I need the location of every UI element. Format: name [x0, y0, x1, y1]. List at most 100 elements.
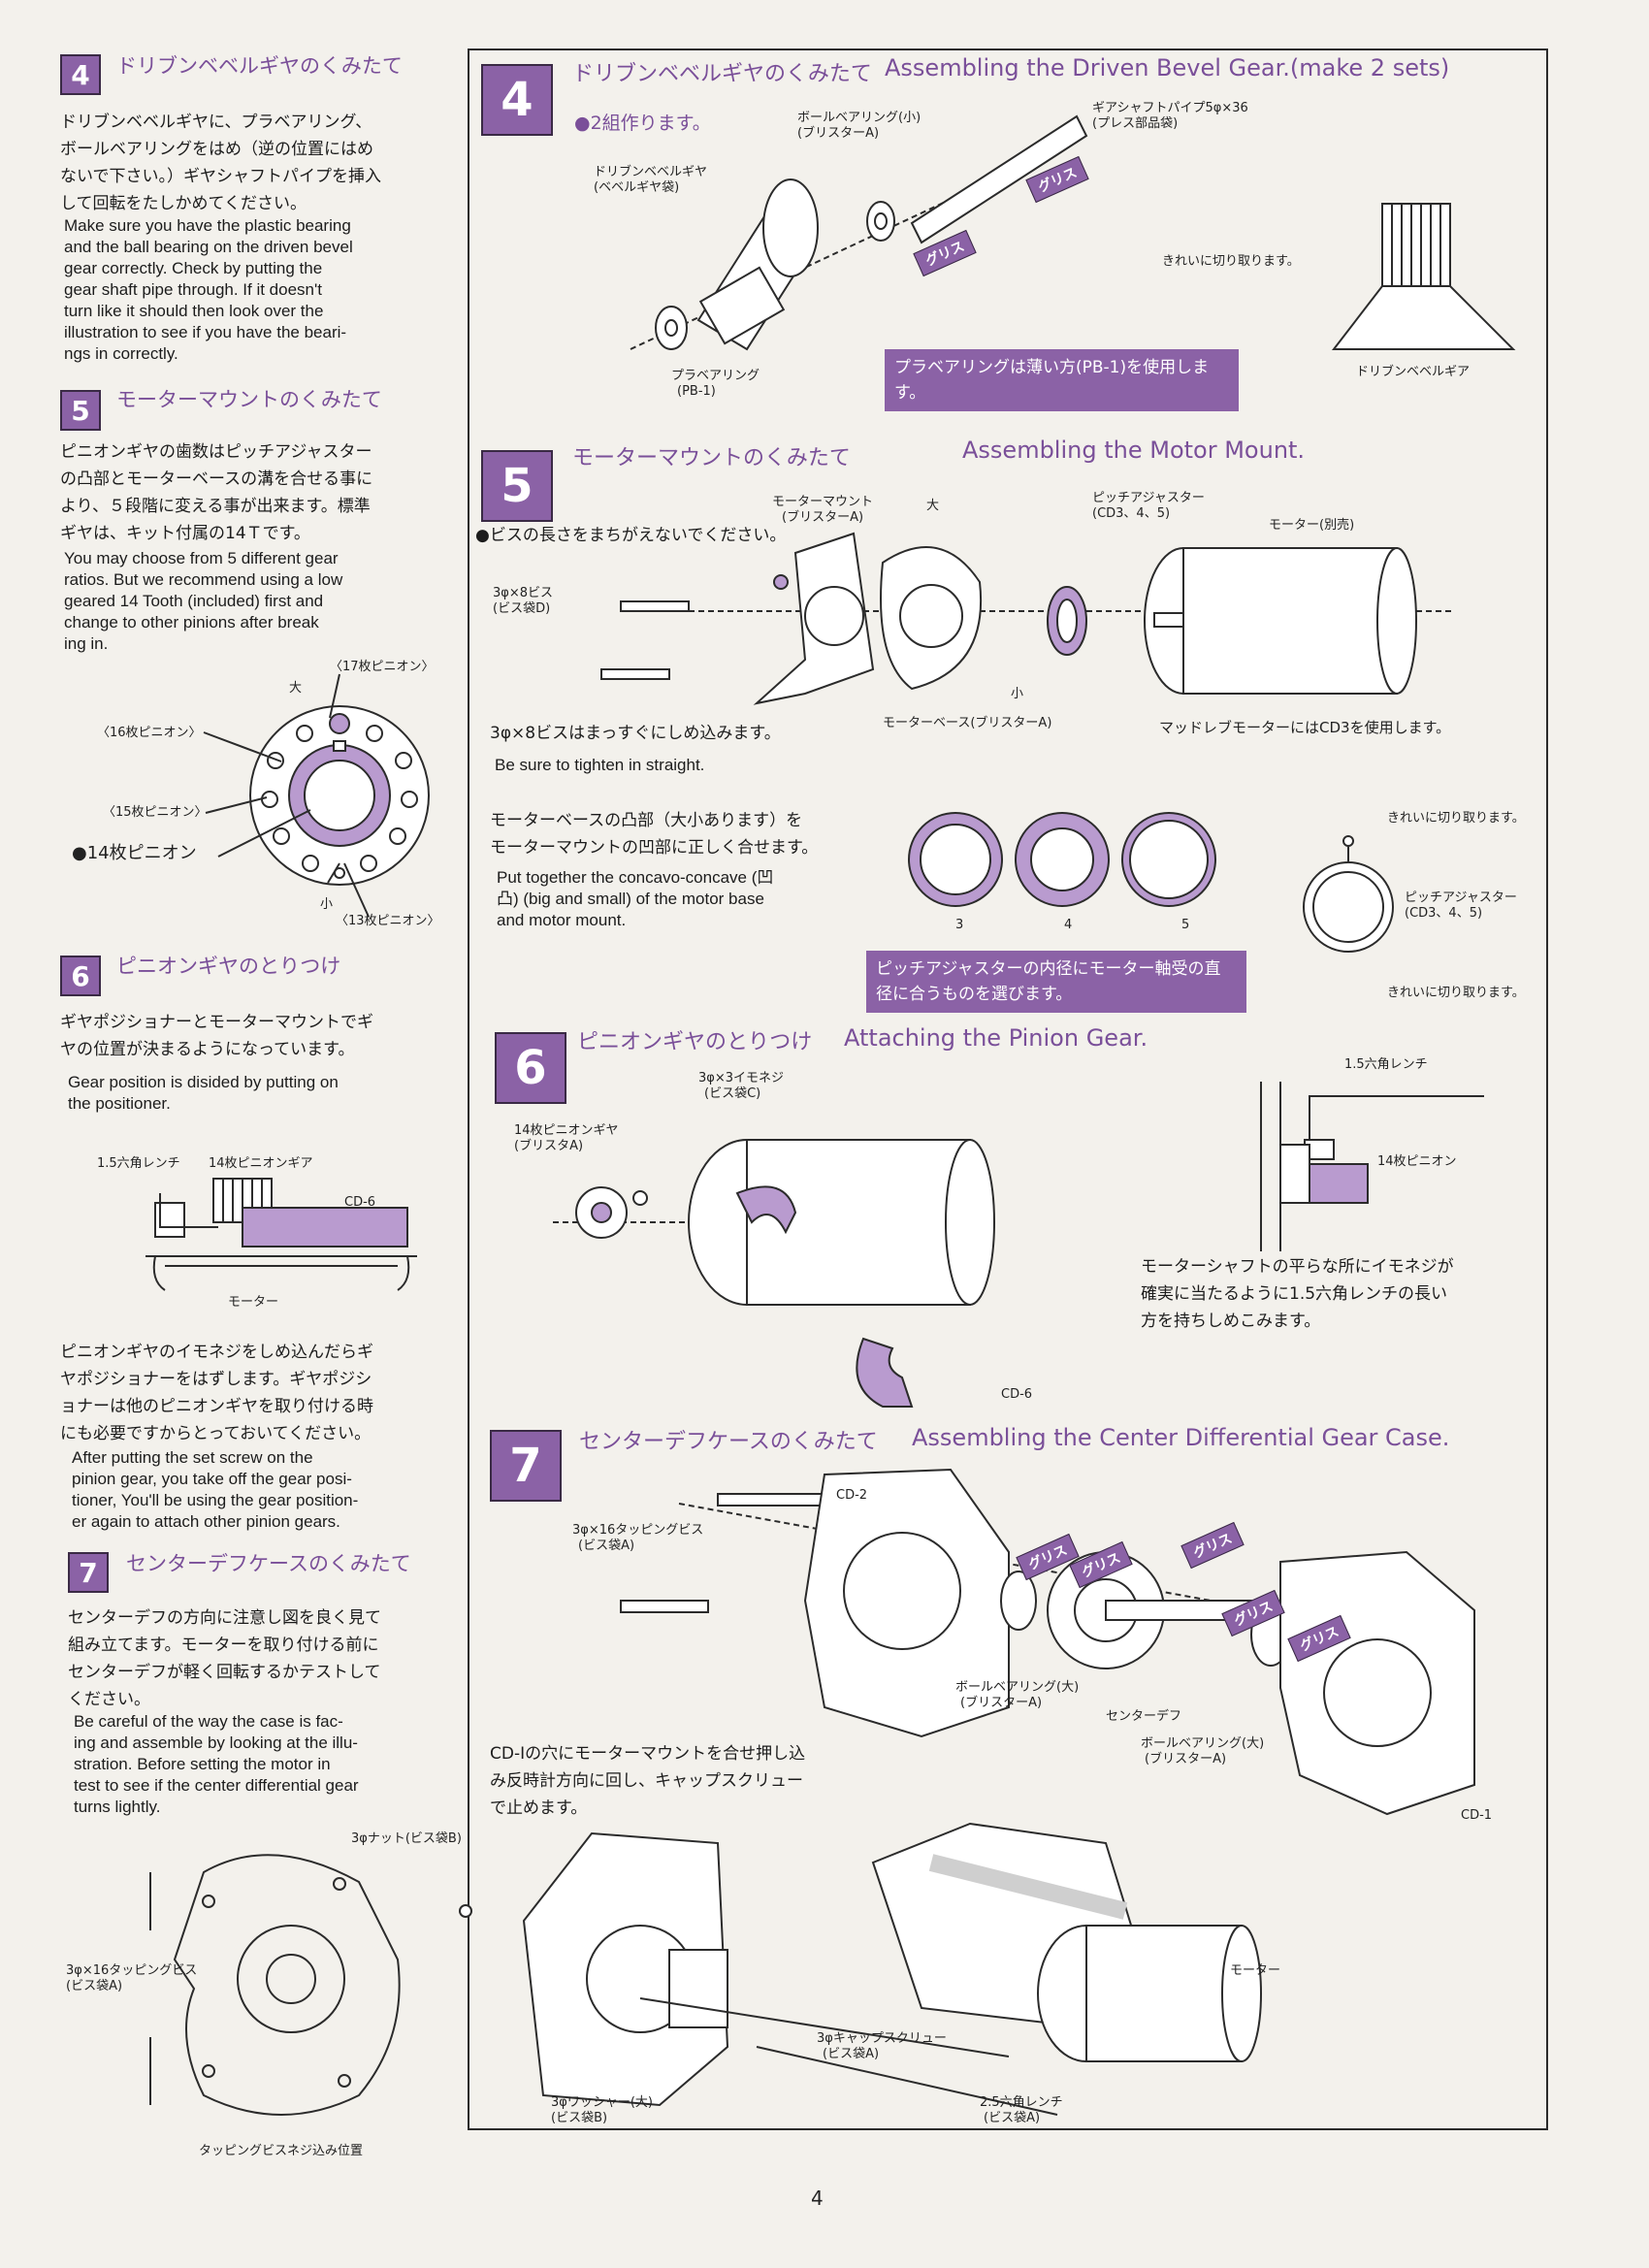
motor-install-diagram: [459, 1822, 1262, 2116]
step-7-main-heading-jp: センターデフケースのくみたて: [579, 1430, 878, 1454]
step-6-main-heading-jp: ピニオンギヤのとりつけ: [577, 1030, 813, 1054]
label-wrench-15: 1.5六角レンチ: [97, 1156, 180, 1171]
main-instruction-panel: [468, 49, 1548, 2130]
label-cut-cleanly-2: きれいに切り取ります。: [1387, 811, 1525, 826]
label-pitch-adjuster-2-code: (CD3、4、5): [1405, 906, 1483, 921]
label-ball-bearing-large-1: ボールベアリング(大): [955, 1680, 1080, 1695]
step-6-main-heading-en: Attaching the Pinion Gear.: [844, 1024, 1148, 1052]
step-7-main-heading-en: Assembling the Center Differential Gear …: [912, 1424, 1450, 1451]
label-ball-bearing-large-1-b: (ブリスターA): [960, 1696, 1043, 1710]
step-7-heading: センターデフケースのくみたて: [126, 1552, 411, 1575]
label-driven-bevel-gear: ドリブンベベルギヤ: [594, 165, 708, 179]
label-big: 大: [289, 681, 303, 696]
step-4-jp-text: ドリブンベベルギヤに、プラベアリング、ボールベアリングをはめ（逆の位置にはめない…: [60, 113, 381, 213]
label-driven-bevel-gear-bag: (ベベルギヤ袋): [594, 180, 680, 195]
label-tapping-screw-bag: (ビス袋A): [66, 1979, 123, 1993]
step-5-main-heading-en: Assembling the Motor Mount.: [962, 437, 1306, 464]
label-14-pinion: ●14枚ピニオン: [72, 843, 197, 863]
label-14-pinion-gear-blister: 14枚ピニオンギヤ: [514, 1123, 619, 1138]
label-cap-screw: 3φキャップスクリュー: [817, 2031, 947, 2046]
label-adjuster-4: 4: [1064, 918, 1073, 932]
label-pitch-adjuster-2: ピッチアジャスター: [1405, 891, 1517, 905]
label-wrench-25: 2.5六角レンチ: [980, 2095, 1063, 2110]
label-motor-main: モーター: [1230, 1963, 1281, 1978]
label-plain-bearing-code: (PB-1): [677, 384, 716, 399]
step-5-heading: モーターマウントのくみたて: [116, 388, 382, 411]
step-5-main-jp-2: モーターベースの凸部（大小あります）をモーターマウントの凹部に正しく合せます。: [490, 811, 819, 858]
label-tapping-screw-main-bag: (ビス袋A): [578, 1539, 635, 1553]
step-4-badge: 4: [60, 54, 101, 95]
label-adjuster-3: 3: [955, 918, 964, 932]
step-7-main-badge: 7: [490, 1430, 562, 1502]
step-5-note: ピッチアジャスターの内径にモーター軸受の直径に合うものを選びます。: [866, 951, 1246, 1013]
step-4-main-heading-en: Assembling the Driven Bevel Gear.(make 2…: [885, 54, 1450, 81]
label-motor: モーター: [228, 1295, 279, 1310]
step-5-main-badge: 5: [481, 450, 553, 522]
step-4-note: プラベアリングは薄い方(PB-1)を使用します。: [885, 349, 1239, 411]
label-pitch-adjuster-code: (CD3、4、5): [1092, 506, 1171, 521]
step-6-jp-text: ギヤポジショナーとモーターマウントでギヤの位置が決まるようになっています。: [60, 1013, 373, 1059]
label-cd2: CD-2: [836, 1488, 868, 1503]
label-screw-3x8-bag: (ビス袋D): [493, 601, 551, 616]
driven-bevel-gear-exploded: [630, 114, 1088, 351]
label-cd1: CD-1: [1461, 1808, 1493, 1823]
label-14-pinion-gear: 14枚ピニオンギア: [209, 1156, 313, 1171]
label-wrench-15-main: 1.5六角レンチ: [1344, 1057, 1428, 1072]
label-motor-base: モーターベース(ブリスターA): [883, 716, 1052, 730]
label-tapping-screw-main: 3φ×16タッピングビス: [572, 1523, 704, 1538]
motor-mount-exploded: [600, 532, 1455, 705]
step-7-badge: 7: [68, 1552, 109, 1593]
label-ball-bearing-large-2-b: (ブリスターA): [1145, 1752, 1227, 1766]
step-5-main-en-2: Put together the concavo-concave (凹凸) (b…: [497, 868, 774, 929]
step-4-main-badge: 4: [481, 64, 553, 136]
label-small: 小: [320, 897, 334, 912]
step-6-main-badge: 6: [495, 1032, 566, 1104]
label-cap-screw-bag: (ビス袋A): [823, 2047, 880, 2061]
label-cd6-main: CD-6: [1001, 1387, 1033, 1402]
pinion-attach-diagram: [553, 1139, 995, 1408]
step-5-main-heading-jp: モーターマウントのくみたて: [572, 446, 851, 470]
label-cut-cleanly: きれいに切り取ります。: [1162, 254, 1300, 269]
page-number: 4: [811, 2187, 824, 2210]
label-plain-bearing: プラベアリング: [671, 369, 760, 383]
label-gear-shaft-pipe-bag: (プレス部品袋): [1092, 116, 1179, 131]
label-small-mount: 小: [1011, 687, 1024, 701]
step-5-main-en-1: Be sure to tighten in straight.: [495, 756, 705, 774]
label-16-pinion: 〈16枚ピニオン〉: [97, 726, 202, 740]
label-wrench-25-bag: (ビス袋A): [984, 2111, 1041, 2125]
label-set-screw: 3φ×3イモネジ: [698, 1071, 785, 1085]
step-6-heading: ピニオンギヤのとりつけ: [116, 955, 341, 978]
label-17-pinion: 〈17枚ピニオン〉: [330, 660, 435, 674]
hex-wrench-detail: [1260, 1082, 1484, 1251]
label-pitch-adjuster: ピッチアジャスター: [1092, 491, 1205, 505]
label-tapping-screw: 3φ×16タッピングビス: [66, 1963, 198, 1978]
label-nut-3: 3φナット(ビス袋B): [351, 1831, 462, 1846]
label-14-pinion-gear-blister-b: (ブリスタA): [514, 1139, 584, 1153]
tapping-screw-position-diagram: [149, 1854, 401, 2116]
pinion-selector-diagram: [249, 705, 430, 886]
label-screw-3x8: 3φ×8ビス: [493, 586, 554, 600]
label-center-diff: センターデフ: [1106, 1709, 1182, 1724]
label-mad-rev-motor: マッドレブモーターにはCD3を使用します。: [1159, 719, 1451, 736]
label-13-pinion: 〈13枚ピニオン〉: [336, 914, 440, 928]
gear-positioner-diagram: [146, 1178, 417, 1291]
step-5-main-jp-1: 3φ×8ビスはまっすぐにしめ込みます。: [490, 724, 781, 743]
step-7-jp-text: センターデフの方向に注意し図を良く見て組み立てます。モーターを取り付ける前にセン…: [68, 1608, 381, 1709]
pitch-adjuster-detail: [1303, 835, 1394, 953]
bevel-gear-detail: [1331, 203, 1516, 350]
label-ball-bearing-small-blister: (ブリスターA): [797, 126, 880, 141]
pitch-adjuster-rings: [908, 812, 1216, 907]
label-motor-mount: モーターマウント: [772, 495, 874, 509]
step-5-jp-text: ピニオンギヤの歯数はピッチアジャスターの凸部とモーターベースの溝を合せる事により…: [60, 442, 373, 543]
label-ball-bearing-large-2: ボールベアリング(大): [1141, 1736, 1265, 1751]
step-6-badge: 6: [60, 956, 101, 996]
label-15-pinion: 〈15枚ピニオン〉: [103, 805, 208, 820]
step-7-en-text: Be careful of the way the case is fac-in…: [74, 1712, 359, 1816]
label-washer-bag: (ビス袋B): [551, 2111, 608, 2125]
step-6-main-jp: モーターシャフトの平らな所にイモネジが確実に当たるように1.5六角レンチの長い方…: [1141, 1257, 1454, 1331]
